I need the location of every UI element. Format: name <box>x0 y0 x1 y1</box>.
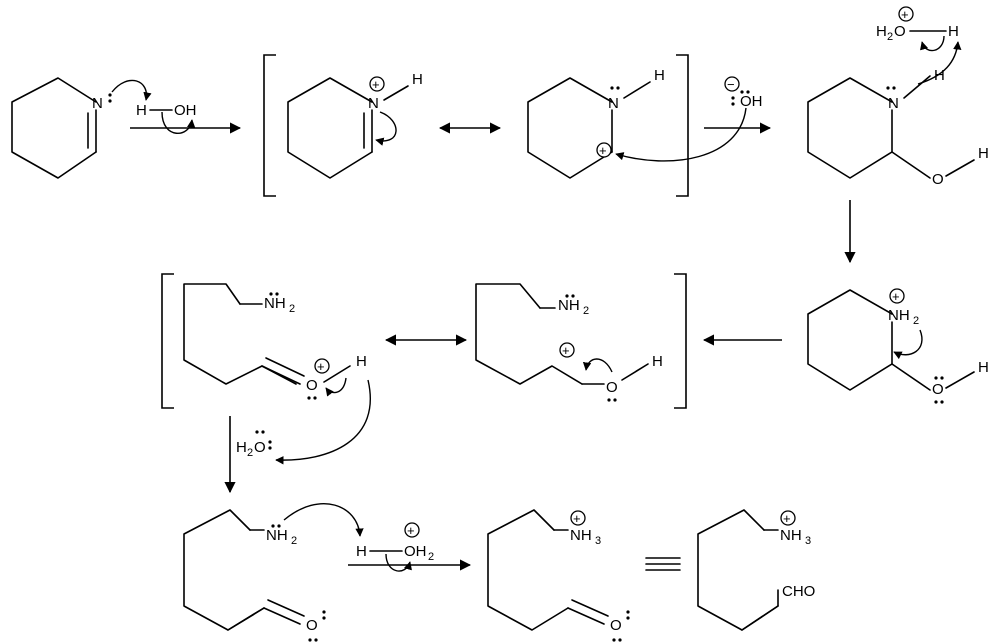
svg-text:3: 3 <box>805 535 811 547</box>
curly-arrow <box>325 377 347 397</box>
equivalence-symbol <box>645 557 681 571</box>
carbocation-ring: N H + <box>527 67 665 179</box>
svg-text:3: 3 <box>595 535 601 547</box>
final-product: NH 3 + CHO <box>697 509 815 631</box>
svg-text:+: + <box>783 511 791 526</box>
bracket-right <box>674 273 687 409</box>
amino-aldehyde: NH 2 O <box>183 503 364 642</box>
h-label: H <box>356 543 367 560</box>
curly-arrow <box>275 379 371 465</box>
nh-label: NH <box>264 295 286 312</box>
positive-charge-icon <box>314 358 330 374</box>
curly-arrow <box>920 35 945 52</box>
oxygen-label: O <box>932 381 944 398</box>
water-molecule: H 2 O <box>236 430 272 459</box>
oxygen-label: O <box>306 617 318 634</box>
curly-arrow <box>161 111 196 134</box>
positive-charge-icon <box>889 288 905 304</box>
curly-arrow <box>283 503 364 537</box>
svg-text:+: + <box>573 511 581 526</box>
svg-text:+: + <box>599 143 607 158</box>
h-label: H <box>654 67 665 84</box>
svg-text:+: + <box>407 523 415 538</box>
h-label: H <box>948 23 959 40</box>
svg-text:2: 2 <box>247 447 253 459</box>
positive-charge-icon <box>780 510 796 526</box>
positive-charge-icon <box>369 76 385 92</box>
cho-label: CHO <box>782 583 815 600</box>
nh-label: NH <box>780 527 802 544</box>
ammonium-aldehyde: NH 3 + O <box>487 509 630 642</box>
nitrogen-label: N <box>92 95 103 112</box>
h-label: H <box>236 439 247 456</box>
nitrogen-label: N <box>608 95 619 112</box>
svg-text:+: + <box>892 289 900 304</box>
curly-arrow <box>917 41 962 85</box>
positive-charge-icon <box>570 510 586 526</box>
svg-text:2: 2 <box>583 305 589 317</box>
svg-text:+: + <box>372 77 380 92</box>
h-label: H <box>876 23 887 40</box>
oxygen-label: O <box>254 439 266 456</box>
svg-text:2: 2 <box>887 31 893 43</box>
nh-label: NH <box>558 297 580 314</box>
nh-label: NH <box>570 527 592 544</box>
carbinolamine-ring: N H O H <box>807 67 989 188</box>
curly-arrow <box>111 79 152 101</box>
positive-charge-icon <box>898 6 914 22</box>
svg-text:+: + <box>562 343 570 358</box>
oxygen-label: O <box>306 377 318 394</box>
ammonium-ring: NH 2 + O H <box>807 288 989 404</box>
nh-label: NH <box>266 527 288 544</box>
svg-text:−: − <box>727 77 735 92</box>
h-label: H <box>356 353 367 370</box>
svg-text:2: 2 <box>428 551 434 563</box>
h-label: H <box>652 353 663 370</box>
h-label: H <box>978 359 989 376</box>
svg-text:2: 2 <box>289 303 295 315</box>
hydronium-reagent: + H 2 O H <box>876 6 962 85</box>
nitrogen-label: N <box>368 95 379 112</box>
svg-text:+: + <box>317 359 325 374</box>
oxygen-label: O <box>894 23 906 40</box>
hydronium-reagent: H + OH 2 <box>356 522 434 572</box>
bracket-right <box>676 54 689 197</box>
protonated-aldehyde: NH 2 O + H <box>183 283 371 465</box>
open-chain-carbocation: NH 2 + O H <box>475 283 663 402</box>
h-label: H <box>412 71 423 88</box>
curly-arrow <box>893 329 923 360</box>
oh-label: OH <box>740 93 763 110</box>
oh2-label: OH <box>404 543 427 560</box>
hydroxide-reagent: − OH <box>724 76 763 110</box>
water-reagent-1: H OH <box>136 102 197 134</box>
svg-text:2: 2 <box>913 315 919 327</box>
negative-charge-icon <box>724 76 740 92</box>
positive-charge-icon <box>404 522 420 538</box>
positive-charge-icon <box>596 142 612 158</box>
bracket-left <box>263 54 276 197</box>
imine-ring: N <box>11 77 152 179</box>
nh-label: NH <box>888 307 910 324</box>
svg-text:+: + <box>901 7 909 22</box>
curly-arrow <box>582 358 613 373</box>
positive-charge-icon <box>559 342 575 358</box>
iminium-ring: N + H <box>287 71 423 179</box>
svg-text:2: 2 <box>291 535 297 547</box>
h-label: H <box>934 67 945 84</box>
curly-arrow <box>615 107 747 162</box>
oxygen-label: O <box>932 171 944 188</box>
oxygen-label: O <box>606 379 618 396</box>
h-label: H <box>136 102 147 119</box>
nitrogen-label: N <box>888 95 899 112</box>
h-label: H <box>978 145 989 162</box>
oxygen-label: O <box>610 617 622 634</box>
curly-arrow <box>375 111 397 146</box>
bracket-left <box>161 273 174 409</box>
oh-label: OH <box>174 102 197 119</box>
